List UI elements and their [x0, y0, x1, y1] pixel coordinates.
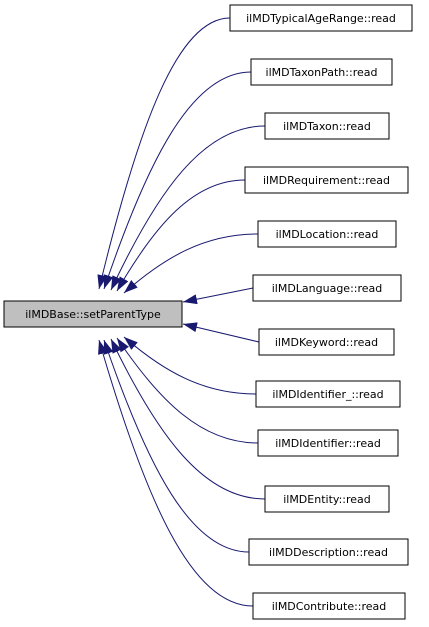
caller-node-ilmdkeyword-read[interactable]: ilMDKeyword::read — [258, 328, 395, 356]
caller-node-ilmdlocation-read[interactable]: ilMDLocation::read — [257, 220, 397, 248]
caller-node-box — [252, 274, 402, 302]
edge-ilmdrequirement-read-to-root — [116, 179, 246, 292]
edge-ilmdidentifier-read-to-root — [116, 337, 259, 444]
caller-node-ilmddescription-read[interactable]: ilMDDescription::read — [248, 538, 409, 566]
caller-node-label: ilMDRequirement::read — [263, 174, 390, 187]
caller-node-label: ilMDTaxon::read — [283, 120, 371, 133]
root-node-label: ilMDBase::setParentType — [25, 308, 161, 321]
caller-node-box — [250, 58, 393, 86]
caller-node-ilmdentity-read[interactable]: ilMDEntity::read — [264, 485, 390, 513]
edge-ilmdidentifier-read-to-root — [123, 336, 257, 395]
caller-node-label: ilMDLocation::read — [276, 228, 379, 241]
edge-ilmdtaxon-read-to-root — [110, 125, 266, 291]
caller-node-label: ilMDContribute::read — [272, 600, 387, 613]
caller-node-label: ilMDEntity::read — [283, 493, 371, 506]
edges — [97, 17, 266, 607]
caller-node-label: ilMDKeyword::read — [275, 336, 378, 349]
caller-node-ilmdtaxonpath-read[interactable]: ilMDTaxonPath::read — [250, 58, 393, 86]
root-node-box — [3, 300, 183, 328]
caller-node-label: ilMDIdentifier_::read — [272, 388, 383, 401]
caller-node-box — [257, 220, 397, 248]
caller-node-ilmdidentifier-read[interactable]: ilMDIdentifier_::read — [255, 380, 401, 408]
caller-node-ilmdrequirement-read[interactable]: ilMDRequirement::read — [244, 166, 409, 194]
caller-node-ilmdidentifier-read[interactable]: ilMDIdentifier::read — [257, 429, 399, 457]
edge-ilmdtaxonpath-read-to-root — [103, 71, 252, 290]
caller-node-box — [264, 112, 390, 140]
caller-node-ilmdlanguage-read[interactable]: ilMDLanguage::read — [252, 274, 402, 302]
caller-node-box — [264, 485, 390, 513]
caller-node-label: ilMDTaxonPath::read — [266, 66, 378, 79]
root-node[interactable]: ilMDBase::setParentType — [3, 300, 183, 328]
caller-node-ilmdtaxon-read[interactable]: ilMDTaxon::read — [264, 112, 390, 140]
caller-node-box — [244, 166, 409, 194]
caller-node-label: ilMDLanguage::read — [272, 282, 383, 295]
caller-node-ilmdtypicalagerange-read[interactable]: ilMDTypicalAgeRange::read — [229, 4, 413, 32]
edge-ilmdlanguage-read-to-root — [182, 287, 254, 305]
caller-node-box — [252, 592, 406, 620]
caller-node-ilmdcontribute-read[interactable]: ilMDContribute::read — [252, 592, 406, 620]
edge-ilmddescription-read-to-root — [103, 339, 250, 553]
caller-node-box — [257, 429, 399, 457]
caller-node-box — [255, 380, 401, 408]
caller-node-label: ilMDTypicalAgeRange::read — [246, 12, 396, 25]
caller-node-box — [248, 538, 409, 566]
edge-ilmdkeyword-read-to-root — [182, 322, 260, 343]
edge-ilmdlocation-read-to-root — [123, 233, 259, 294]
nodes: ilMDBase::setParentType ilMDTypicalAgeRa… — [3, 4, 413, 620]
edge-ilmdtypicalagerange-read-to-root — [97, 17, 231, 290]
edge-ilmdcontribute-read-to-root — [98, 339, 254, 607]
caller-node-box — [258, 328, 395, 356]
edge-ilmdentity-read-to-root — [110, 338, 266, 500]
caller-node-label: ilMDIdentifier::read — [275, 437, 381, 450]
caller-node-box — [229, 4, 413, 32]
caller-node-label: ilMDDescription::read — [269, 546, 388, 559]
